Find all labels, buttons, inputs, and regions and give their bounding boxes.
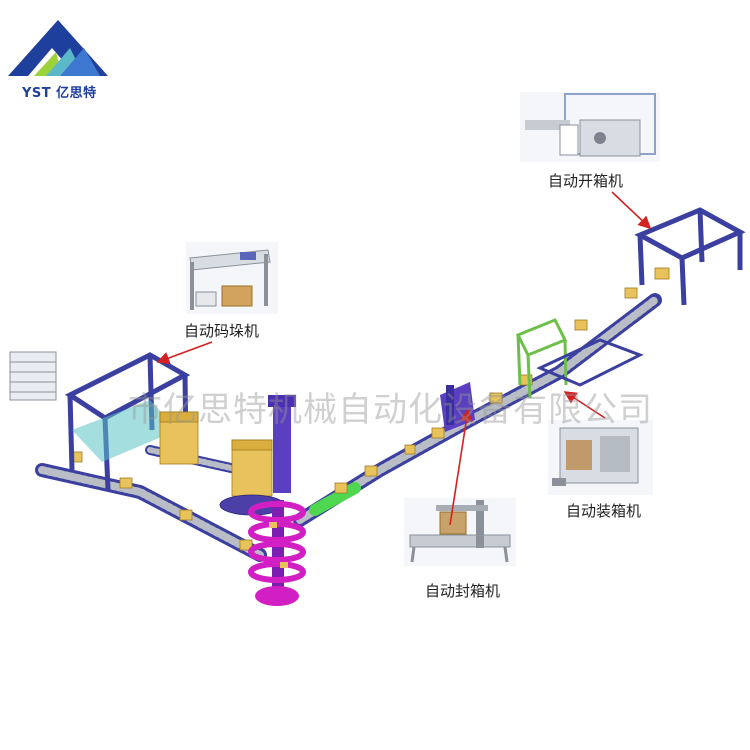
pallet-stack	[9, 351, 57, 401]
stretch-wrapper	[268, 395, 296, 493]
label-case-sealer: 自动封箱机	[425, 582, 501, 600]
case-erector-frame	[634, 207, 746, 306]
palletizer-conveyor	[72, 400, 178, 462]
arrow-case-packer	[563, 391, 606, 419]
label-case-erector: 自动开箱机	[548, 172, 624, 190]
label-palletizer: 自动码垛机	[184, 322, 260, 340]
case-packer-base	[536, 338, 644, 387]
arrow-case-sealer	[449, 408, 473, 526]
inset-case-erector	[520, 92, 660, 162]
spiral-elevator	[248, 500, 306, 606]
brand-name: YST 亿思特	[22, 86, 97, 101]
company-watermark: 市亿思特机械自动化设备有限公司	[128, 390, 653, 430]
callout-arrows	[156, 191, 652, 526]
arrow-case-erector	[611, 191, 652, 230]
cartons	[69, 267, 670, 551]
arrow-palletizer	[156, 341, 213, 365]
label-case-packer: 自动装箱机	[566, 502, 642, 520]
inset-case-sealer	[404, 498, 516, 566]
inset-case-packer	[548, 420, 653, 495]
inset-palletizer	[186, 242, 278, 314]
brand-logo-icon	[8, 20, 108, 76]
loaded-pallets	[159, 411, 285, 516]
